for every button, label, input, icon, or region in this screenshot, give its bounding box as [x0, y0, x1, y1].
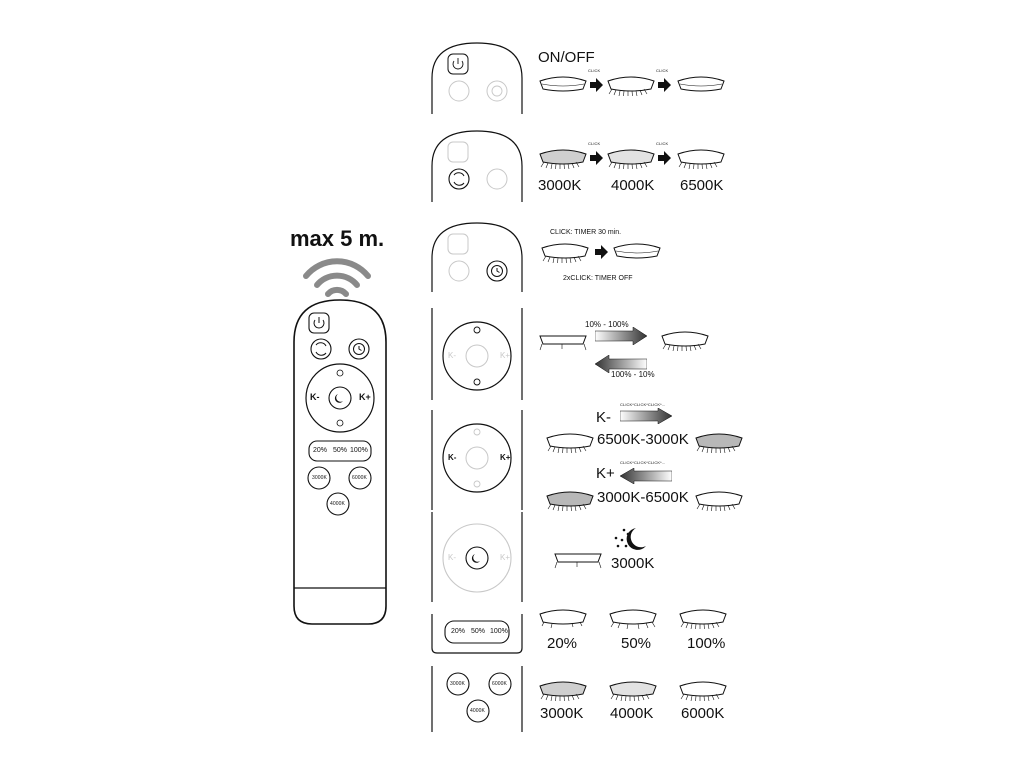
main-cct-4000: 4000K: [330, 501, 345, 507]
remote-crop-presets: [431, 666, 523, 732]
crop4-kminus: K-: [448, 351, 456, 360]
remote-crop-onoff: [431, 42, 523, 114]
crop6-kplus: K+: [500, 553, 511, 562]
timer-off-label: 2xCLICK: TIMER OFF: [563, 275, 633, 282]
range-label: max 5 m.: [290, 226, 385, 251]
wireless-signal-icon: [303, 258, 371, 297]
remote-crop-dimming: [431, 308, 523, 400]
lamp-100: [679, 609, 727, 630]
preset-label: 4000K: [610, 705, 654, 722]
remote-crop-cycle: [431, 130, 523, 202]
main-remote: [293, 299, 387, 625]
click-label: CLICK: [588, 68, 601, 73]
lamp-cool: [546, 433, 594, 454]
night-moon-icon: [614, 528, 646, 550]
crop4-kplus: K+: [500, 351, 511, 360]
pct-label: 100%: [687, 635, 726, 652]
lamp-20: [539, 609, 587, 629]
crop7-pct-20: 20%: [451, 628, 466, 635]
main-kminus: K-: [310, 392, 320, 402]
arrow-right-icon: [590, 151, 603, 165]
remote-crop-timer: [431, 222, 523, 292]
click-sequence: CLICK*CLICK*CLICK*...: [620, 460, 666, 465]
preset-label: 3000K: [540, 705, 584, 722]
arrow-right-icon: [590, 78, 603, 92]
arrow-right-icon: [595, 245, 608, 259]
night-label: 3000K: [611, 555, 655, 572]
crop8-cct-6000: 6000K: [492, 681, 507, 687]
lamp-off: [613, 243, 661, 259]
cct-range-up: 3000K-6500K: [597, 489, 689, 506]
main-cct-6000: 6000K: [352, 475, 367, 481]
onoff-title: ON/OFF: [538, 49, 595, 66]
dim-down-label: 100% - 10%: [611, 370, 655, 379]
lamp-on: [541, 243, 589, 264]
crop8-cct-4000: 4000K: [470, 708, 485, 714]
remote-crop-pct: [431, 614, 523, 654]
lamp-neutral: [607, 149, 655, 170]
main-pct-50: 50%: [333, 447, 348, 454]
lamp-warm: [546, 491, 594, 512]
main-pct-20: 20%: [313, 447, 328, 454]
remote-crop-night: [431, 512, 523, 602]
dim-up-label: 10% - 100%: [585, 320, 629, 329]
gradient-arrow-left: [595, 355, 647, 373]
lamp-6000: [679, 681, 727, 702]
cct-label: 6500K: [680, 177, 724, 194]
lamp-off: [677, 76, 725, 92]
crop7-pct-50: 50%: [471, 628, 486, 635]
gradient-arrow-right: [620, 408, 672, 424]
lamp-bright: [661, 331, 709, 352]
cct-range-down: 6500K-3000K: [597, 431, 689, 448]
click-label: CLICK: [656, 141, 669, 146]
lamp-50: [609, 609, 657, 630]
lamp-on: [607, 76, 655, 97]
click-label: CLICK: [656, 68, 669, 73]
kplus-label: K+: [596, 465, 615, 482]
kminus-label: K-: [596, 409, 611, 426]
crop5-kminus: K-: [448, 453, 457, 462]
cct-label: 3000K: [538, 177, 582, 194]
lamp-night: [554, 553, 602, 569]
preset-label: 6000K: [681, 705, 725, 722]
lamp-dim: [539, 335, 587, 351]
crop5-kplus: K+: [500, 453, 511, 462]
lamp-4000: [609, 681, 657, 702]
lamp-cool: [695, 491, 743, 512]
click-label: CLICK: [588, 141, 601, 146]
lamp-off: [539, 76, 587, 92]
lamp-3000: [539, 681, 587, 702]
arrow-right-icon: [658, 151, 671, 165]
remote-crop-cct: [431, 410, 523, 510]
click-sequence: CLICK*CLICK*CLICK*...: [620, 402, 666, 407]
crop7-pct-100: 100%: [490, 628, 508, 635]
crop8-cct-3000: 3000K: [450, 681, 465, 687]
gradient-arrow-left: [620, 468, 672, 484]
lamp-cool: [677, 149, 725, 170]
pct-label: 50%: [621, 635, 652, 652]
lamp-warm: [539, 149, 587, 170]
crop6-kminus: K-: [448, 553, 456, 562]
main-pct-100: 100%: [350, 447, 368, 454]
main-kplus: K+: [359, 392, 371, 402]
timer-on-label: CLICK: TIMER 30 min.: [550, 229, 622, 236]
main-cct-3000: 3000K: [312, 475, 327, 481]
pct-label: 20%: [547, 635, 578, 652]
lamp-warm: [695, 433, 743, 454]
cct-label: 4000K: [611, 177, 655, 194]
gradient-arrow-right: [595, 327, 647, 345]
arrow-right-icon: [658, 78, 671, 92]
